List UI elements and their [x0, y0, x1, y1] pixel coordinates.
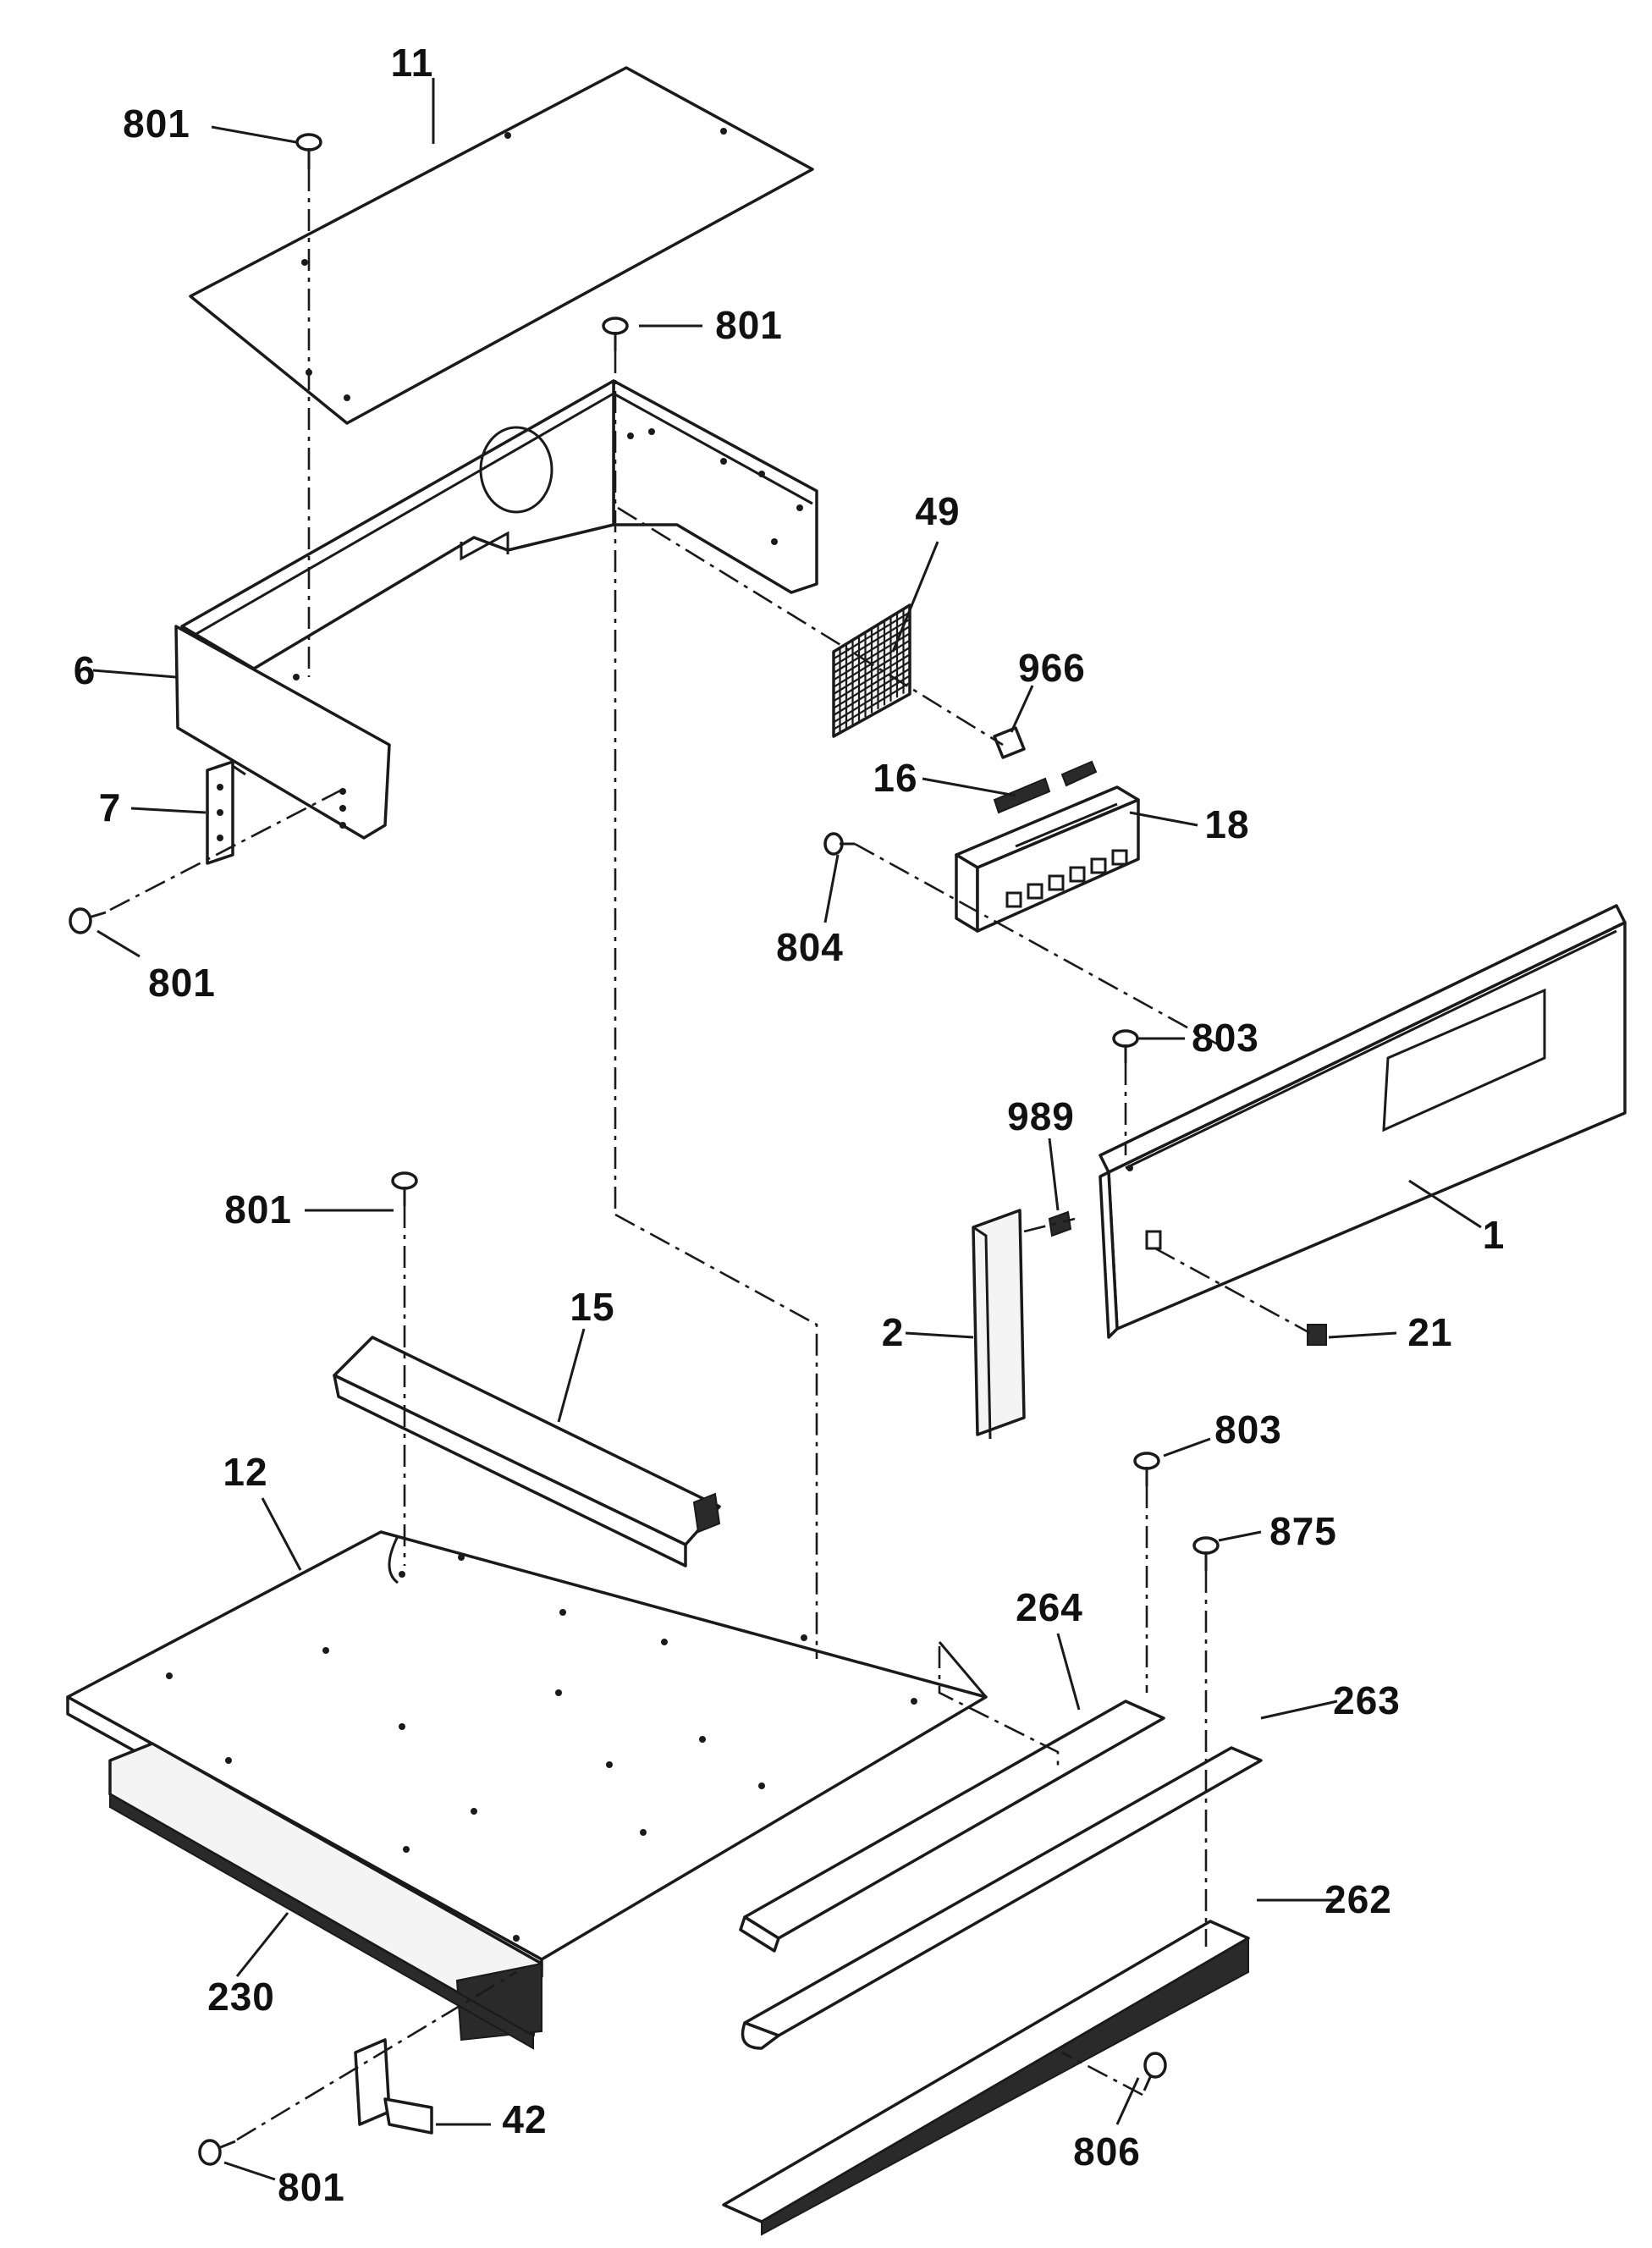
- callout-1: 1: [1483, 1213, 1506, 1257]
- callout-801: 801: [123, 102, 190, 146]
- part-6-console-housing: [174, 379, 818, 840]
- part-230-base-frame: [108, 1742, 543, 2050]
- callout-966: 966: [1018, 646, 1086, 690]
- part-262-kick-panel: [722, 1920, 1250, 2236]
- callout-21: 21: [1407, 1310, 1452, 1354]
- callout-11: 11: [391, 41, 434, 85]
- callout-49: 49: [915, 489, 960, 533]
- callout-16: 16: [873, 756, 917, 800]
- part-989-clip: [1048, 1210, 1072, 1237]
- callout-989: 989: [1007, 1094, 1075, 1138]
- callout-875: 875: [1269, 1509, 1337, 1553]
- part-21-switch: [1307, 1324, 1327, 1346]
- callout-2: 2: [882, 1310, 905, 1354]
- part-49-mesh-screen: [832, 603, 911, 738]
- callout-42: 42: [502, 2097, 547, 2141]
- callout-15: 15: [570, 1285, 614, 1329]
- screw-801-bottom: [198, 2139, 236, 2166]
- board-buttons: [1005, 849, 1128, 908]
- callout-263: 263: [1333, 1678, 1401, 1722]
- callout-804: 804: [776, 925, 844, 969]
- callout-262: 262: [1324, 1877, 1392, 1921]
- leader-lines: [92, 78, 1482, 2181]
- mesh-line: [833, 675, 911, 724]
- callout-230: 230: [207, 1975, 275, 2019]
- screw-804: [823, 832, 855, 856]
- screw-803-lower: [1133, 1452, 1160, 1486]
- callout-6: 6: [74, 648, 96, 692]
- part-11-top-cover: [189, 66, 814, 425]
- callout-264: 264: [1016, 1585, 1083, 1629]
- screw-803-upper: [1112, 1029, 1139, 1063]
- screw-801-middle: [391, 1171, 418, 1206]
- callout-18: 18: [1204, 802, 1249, 846]
- part-16-18-control-board: [955, 760, 1140, 933]
- screw-875: [1192, 1536, 1220, 1571]
- screw-801-top-center: [602, 317, 629, 351]
- callout-803: 803: [1192, 1016, 1259, 1060]
- part-15-channel: [333, 1336, 721, 1568]
- part-2-end-cap: [972, 1209, 1026, 1440]
- callout-labels: 801 11 801 6 7 801 49 966 16 18 804 803 …: [74, 41, 1506, 2209]
- callout-806: 806: [1073, 2130, 1141, 2174]
- part-264-rail: [739, 1700, 1165, 1953]
- callout-801: 801: [224, 1187, 292, 1231]
- screw-806: [1143, 2052, 1167, 2091]
- mesh-line: [833, 681, 911, 730]
- callout-803: 803: [1214, 1408, 1282, 1452]
- callout-801: 801: [278, 2165, 345, 2209]
- callout-12: 12: [223, 1450, 267, 1494]
- callout-801: 801: [715, 303, 783, 347]
- part-12-base-panel: [66, 1530, 988, 1978]
- screws: [69, 133, 1220, 2166]
- screw-801-top-left: [295, 133, 322, 169]
- part-966-clip: [993, 726, 1026, 759]
- assembly-centerlines: [109, 169, 1311, 2141]
- screw-801-left: [69, 907, 107, 934]
- callout-801: 801: [148, 961, 216, 1005]
- part-7-bracket: [206, 760, 246, 865]
- callout-7: 7: [99, 785, 122, 829]
- part-42-bracket: [354, 2038, 433, 2135]
- part-263-trim: [741, 1746, 1263, 2050]
- part-1-control-panel: [1099, 904, 1627, 1339]
